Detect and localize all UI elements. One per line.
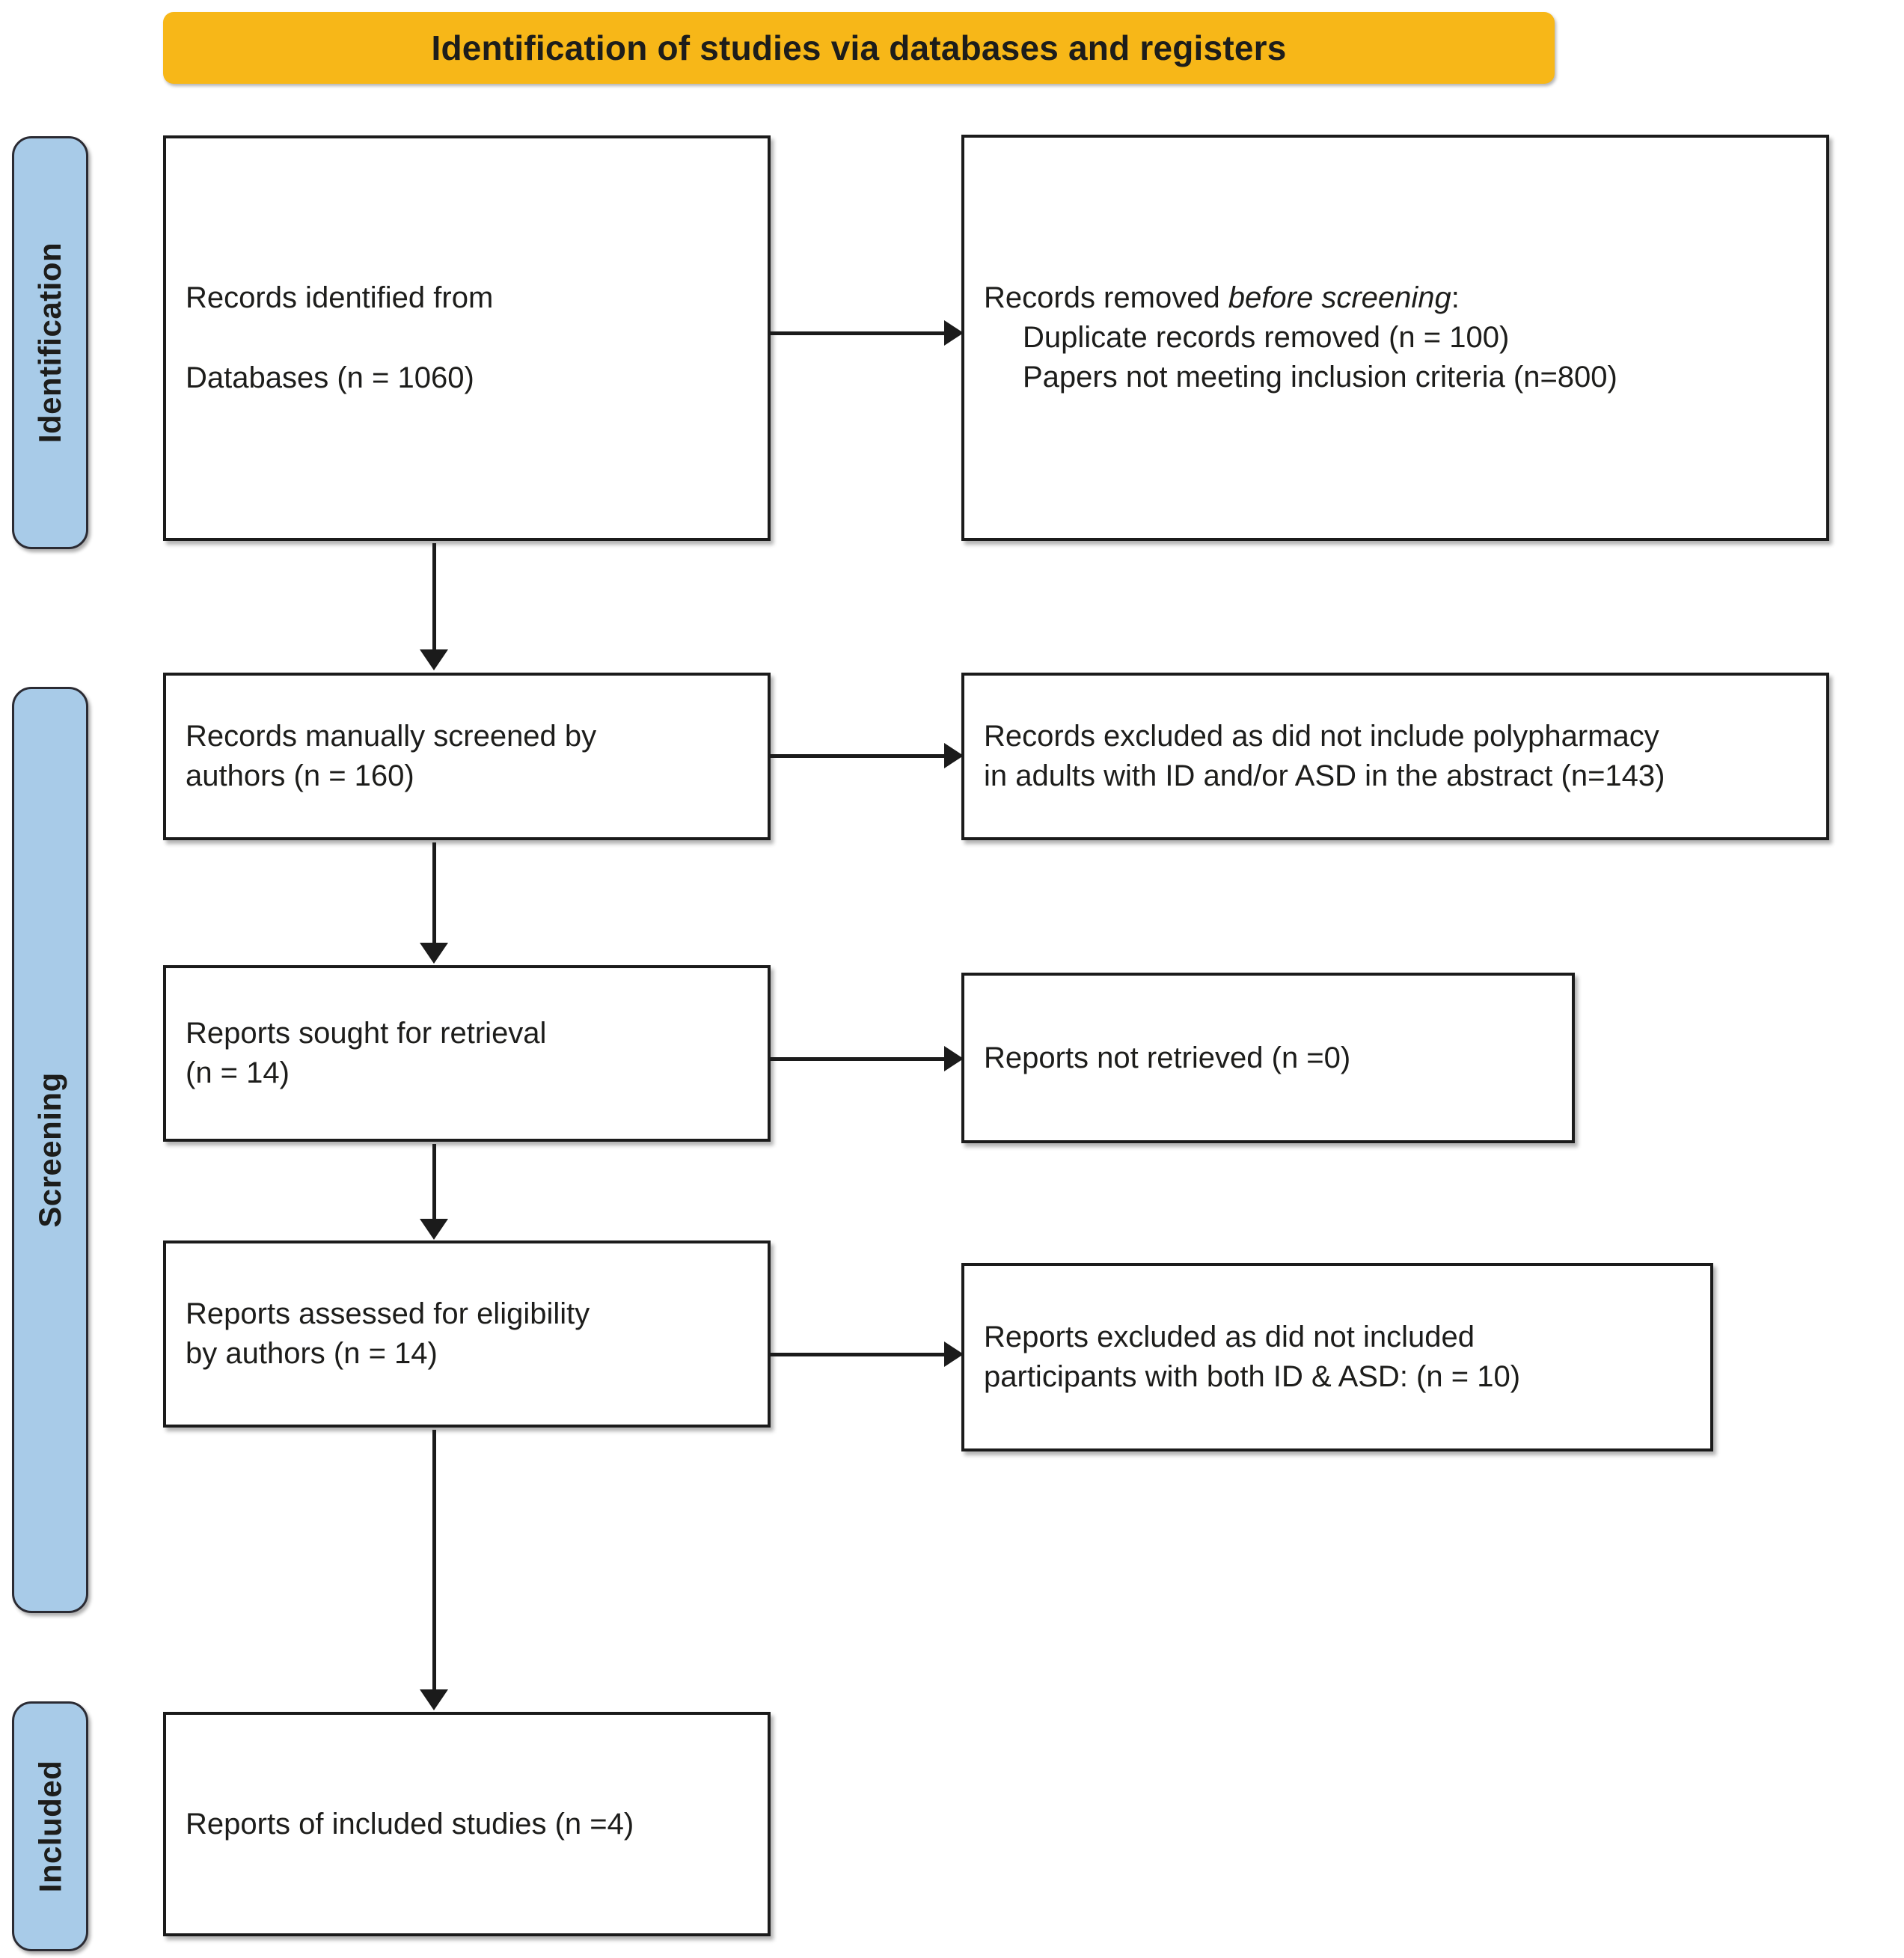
arrow-assessed-to-excluded — [771, 1339, 964, 1369]
box-reports-excluded-eligibility: Reports excluded as did not included par… — [961, 1263, 1713, 1451]
arrow-screened-to-excluded — [771, 741, 964, 771]
box-reports-not-retrieved: Reports not retrieved (n =0) — [961, 973, 1575, 1143]
box-reports-sought-line1: Reports sought for retrieval — [186, 1017, 547, 1050]
box-reports-not-retrieved-line1: Reports not retrieved (n =0) — [984, 1041, 1351, 1074]
stage-label-identification-text: Identification — [32, 242, 67, 444]
arrow-identified-to-screened — [419, 543, 449, 670]
arrow-screened-to-sought — [419, 842, 449, 964]
box-reports-included: Reports of included studies (n =4) — [163, 1712, 771, 1936]
box-records-removed-line3: Papers not meeting inclusion criteria (n… — [1023, 360, 1617, 394]
box-records-removed-line1: Records removed before screening: — [984, 278, 1807, 318]
stage-label-identification: Identification — [12, 136, 88, 549]
stage-label-screening: Screening — [12, 687, 88, 1613]
stage-label-screening-text: Screening — [32, 1072, 68, 1228]
box-reports-assessed-line1: Reports assessed for eligibility — [186, 1297, 590, 1331]
box-records-removed-line1-suffix: : — [1451, 281, 1460, 315]
box-records-removed-line1-emphasis: before screening — [1228, 281, 1451, 315]
arrow-sought-to-not-retrieved — [771, 1044, 964, 1074]
box-records-identified-line2: Databases (n = 1060) — [186, 361, 474, 394]
box-records-identified-line1: Records identified from — [186, 281, 494, 315]
arrow-assessed-to-included — [419, 1430, 449, 1710]
box-reports-excluded-eligibility-line2: participants with both ID & ASD: (n = 10… — [984, 1360, 1521, 1393]
box-records-identified: Records identified from Databases (n = 1… — [163, 135, 771, 541]
stage-label-included: Included — [12, 1701, 88, 1951]
box-records-removed-line1-prefix: Records removed — [984, 281, 1228, 315]
arrow-identified-to-removed — [771, 318, 964, 348]
arrow-sought-to-assessed — [419, 1144, 449, 1240]
box-reports-included-line1: Reports of included studies (n =4) — [186, 1807, 634, 1841]
stage-label-included-text: Included — [32, 1760, 67, 1893]
box-records-excluded-screening-line2: in adults with ID and/or ASD in the abst… — [984, 759, 1665, 792]
box-records-excluded-screening-line1: Records excluded as did not include poly… — [984, 720, 1659, 753]
box-records-removed-line2: Duplicate records removed (n = 100) — [1023, 321, 1510, 355]
box-records-removed: Records removed before screening: Duplic… — [961, 135, 1829, 541]
box-reports-assessed-line2: by authors (n = 14) — [186, 1337, 438, 1370]
diagram-header-banner: Identification of studies via databases … — [163, 12, 1555, 84]
box-reports-excluded-eligibility-line1: Reports excluded as did not included — [984, 1321, 1475, 1354]
box-reports-sought: Reports sought for retrieval (n = 14) — [163, 965, 771, 1142]
box-reports-assessed: Reports assessed for eligibility by auth… — [163, 1240, 771, 1428]
diagram-title: Identification of studies via databases … — [431, 28, 1287, 67]
box-records-screened-line2: authors (n = 160) — [186, 759, 414, 792]
box-records-screened: Records manually screened by authors (n … — [163, 673, 771, 840]
box-reports-sought-line2: (n = 14) — [186, 1056, 290, 1089]
box-records-screened-line1: Records manually screened by — [186, 720, 597, 753]
box-records-excluded-screening: Records excluded as did not include poly… — [961, 673, 1829, 840]
